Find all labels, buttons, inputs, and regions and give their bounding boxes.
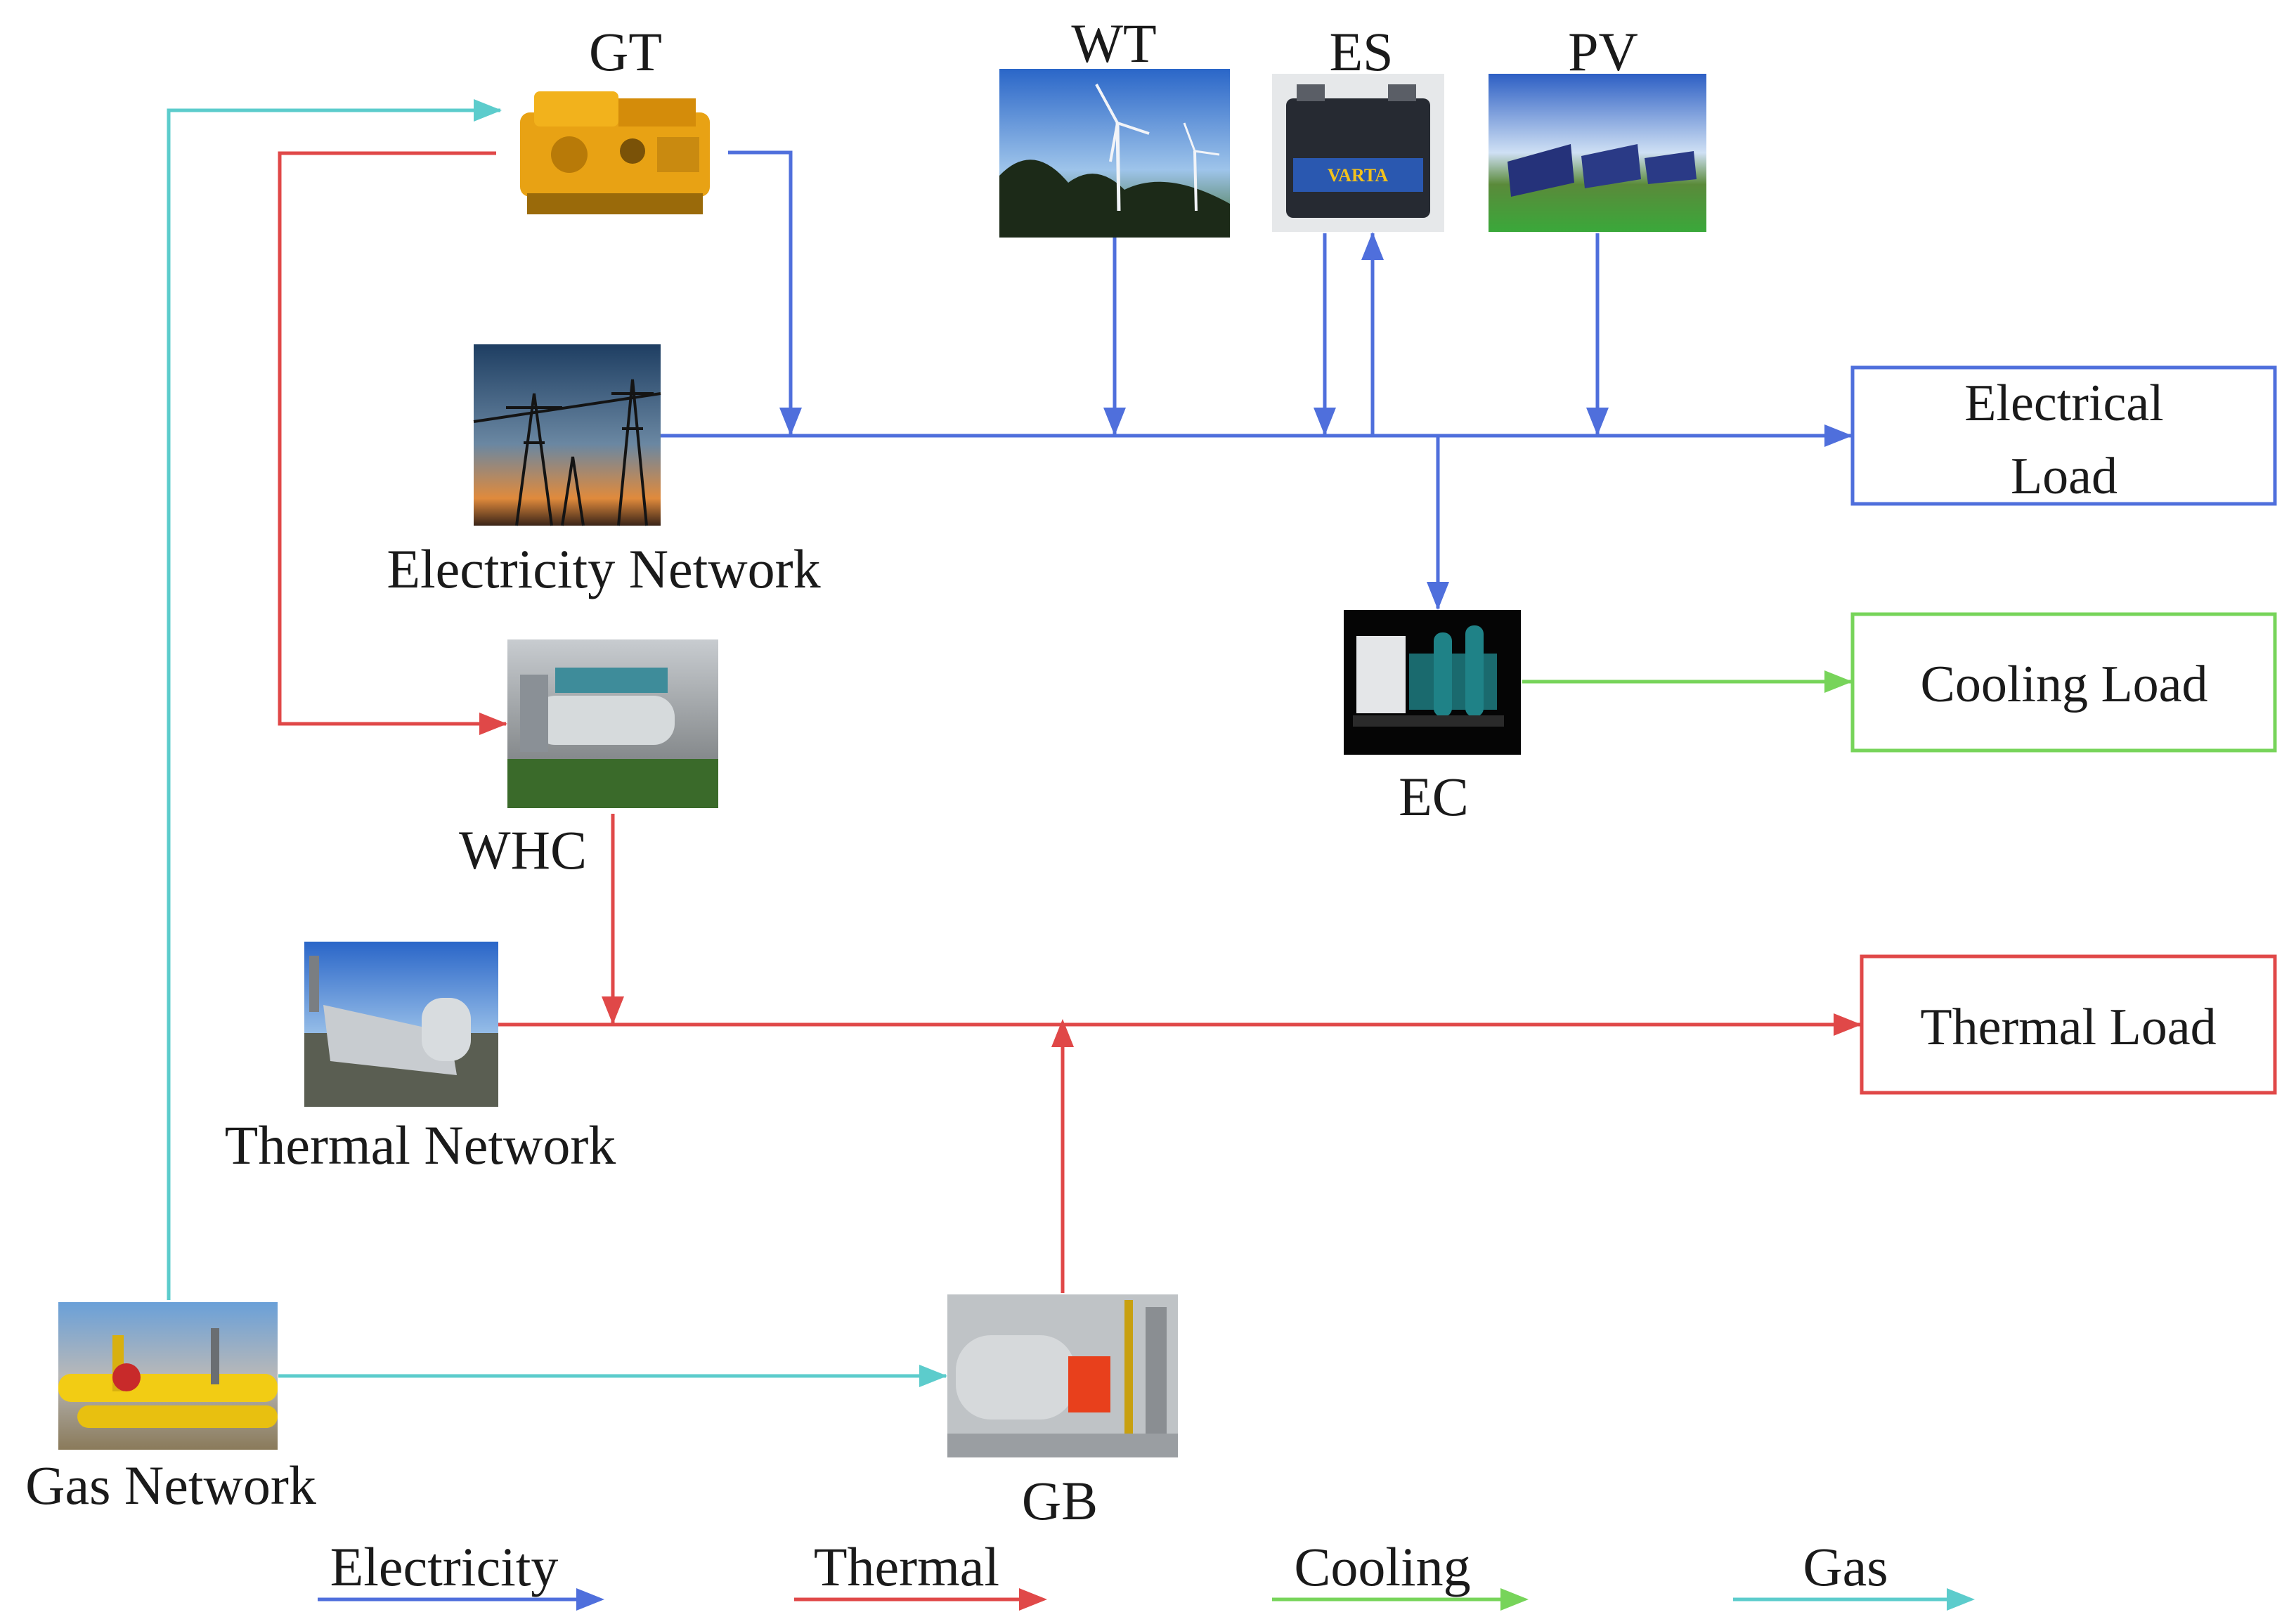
arrow-whc-to-bus — [602, 996, 624, 1025]
gas-to-gt-line — [167, 108, 500, 1300]
gas-pipeline-photo — [58, 1302, 278, 1450]
whc-label: WHC — [459, 819, 587, 881]
electric-chiller-photo — [1344, 610, 1521, 755]
legend-gas-label: Gas — [1803, 1536, 1888, 1597]
arrow-bus-to-ec — [1427, 582, 1449, 610]
thermal-connectors — [278, 151, 1860, 1602]
gt-label: GT — [589, 21, 662, 82]
waste-heat-collector-photo — [507, 639, 718, 808]
arrow-to-thermal-load — [1834, 1013, 1862, 1036]
pv-label: PV — [1568, 21, 1638, 82]
legend-electricity-label: Electricity — [330, 1536, 559, 1597]
power-tower-photo — [473, 344, 661, 526]
gas-connectors — [167, 108, 1961, 1602]
gas-turbine-photo — [506, 77, 724, 225]
arrow-es-to-bus — [1314, 408, 1336, 436]
cooling-load-box — [1850, 612, 2277, 753]
solar-panel-photo — [1489, 74, 1706, 232]
cooling-connectors — [1272, 680, 1851, 1602]
arrow-gb-to-bus — [1051, 1019, 1074, 1047]
cooling-load-label: Cooling Load — [1920, 656, 2207, 713]
gas-network-label: Gas Network — [25, 1455, 316, 1516]
gb-label: GB — [1022, 1470, 1098, 1531]
electrical-load-box — [1850, 365, 2277, 506]
arrow-gt-to-bus — [779, 408, 802, 436]
legend-thermal-arrow — [1019, 1588, 1047, 1611]
arrow-gas-to-gt — [474, 99, 502, 122]
arrow-wt-to-bus — [1103, 408, 1126, 436]
arrow-to-electrical-load — [1824, 424, 1853, 447]
legend-cooling-arrow — [1500, 1588, 1529, 1611]
thermal-load-label: Thermal Load — [1920, 999, 2216, 1056]
electricity-network-label: Electricity Network — [387, 538, 820, 599]
wind-turbine-photo — [999, 69, 1230, 238]
electrical-load-label-line2: Load — [2011, 448, 2118, 505]
electrical-load-label-line1: Electrical — [1964, 375, 2163, 432]
legend-cooling-label: Cooling — [1294, 1536, 1470, 1597]
battery-brand-label: VARTA — [1328, 165, 1388, 186]
wt-label: WT — [1071, 13, 1156, 74]
legend: Electricity Thermal Cooling Gas — [330, 1536, 1888, 1597]
gt-to-bus-line — [728, 150, 793, 434]
legend-electricity-arrow — [576, 1588, 604, 1611]
arrow-gt-to-whc — [479, 713, 507, 735]
arrow-pv-to-bus — [1586, 408, 1609, 436]
legend-thermal-label: Thermal — [814, 1536, 999, 1597]
arrow-bus-to-es — [1361, 232, 1384, 260]
arrow-gas-to-gb — [919, 1365, 947, 1387]
arrowheads — [474, 99, 1975, 1611]
thermal-network-label: Thermal Network — [225, 1115, 616, 1176]
gas-boiler-photo — [947, 1294, 1178, 1457]
battery-photo: VARTA — [1272, 74, 1444, 232]
thermal-pipe-photo — [304, 942, 498, 1107]
legend-gas-arrow — [1947, 1588, 1975, 1611]
electricity-connectors — [318, 150, 1851, 1602]
gt-to-whc-line — [278, 151, 506, 726]
ec-label: EC — [1399, 766, 1469, 827]
arrow-to-cooling-load — [1824, 670, 1853, 693]
thermal-load-box — [1860, 954, 2277, 1095]
es-label: ES — [1329, 21, 1393, 82]
